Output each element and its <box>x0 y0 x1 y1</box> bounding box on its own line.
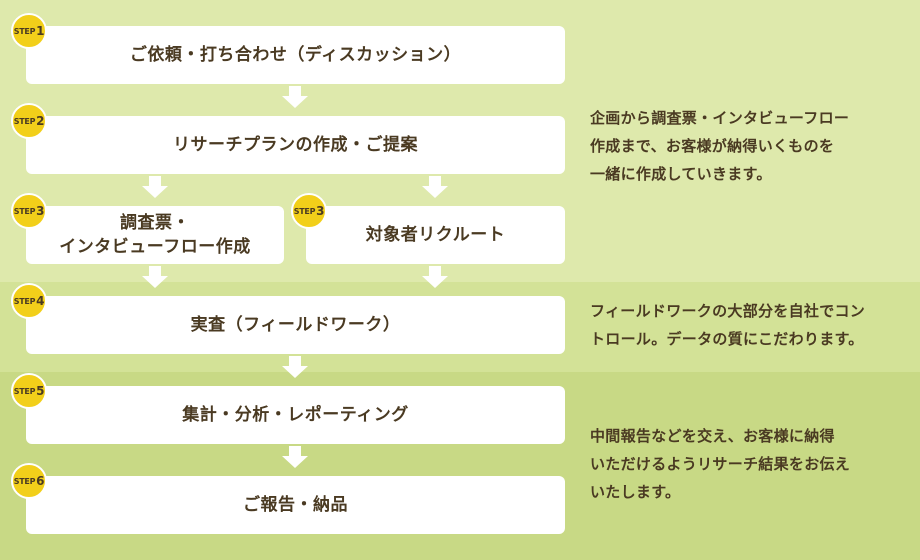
step-3b-text: 対象者リクルート <box>365 225 506 245</box>
step-2-box: リサーチプランの作成・ご提案 <box>26 116 565 174</box>
step-3a-box: 調査票・ インタビューフロー作成 <box>26 206 284 264</box>
step-4-badge-label: STEP <box>13 296 36 306</box>
arrow-down-icon <box>142 266 168 288</box>
step-1-badge-label: STEP <box>13 26 36 36</box>
step-3b-badge-number: 3 <box>316 204 325 218</box>
step-5-box: 集計・分析・レポーティング <box>26 386 565 444</box>
step-3a-text: 調査票・ インタビューフロー作成 <box>59 213 251 257</box>
step-2-badge-label: STEP <box>13 116 36 126</box>
step-1-badge-number: 1 <box>36 24 45 38</box>
step-4-text: 実査（フィールドワーク） <box>190 315 401 335</box>
step-1-box: ご依頼・打ち合わせ（ディスカッション） <box>26 26 565 84</box>
step-4-box: 実査（フィールドワーク） <box>26 296 565 354</box>
step-6-badge-label: STEP <box>13 476 36 486</box>
arrow-down-icon <box>282 446 308 468</box>
arrow-down-icon <box>422 176 448 198</box>
note-planning: 企画から調査票・インタビューフロー 作成まで、お客様が納得いくものを 一緒に作成… <box>590 109 850 183</box>
step-2-text: リサーチプランの作成・ご提案 <box>173 135 418 155</box>
arrow-down-icon <box>282 86 308 108</box>
arrow-down-icon <box>142 176 168 198</box>
step-1-text: ご依頼・打ち合わせ（ディスカッション） <box>129 45 462 65</box>
step-5-badge-label: STEP <box>13 386 36 396</box>
step-6-badge-number: 6 <box>36 474 45 488</box>
step-4-badge-number: 4 <box>36 294 45 308</box>
note-reporting: 中間報告などを交え、お客様に納得 いただけるようリサーチ結果をお伝え いたします… <box>590 427 851 501</box>
step-3b-box: 対象者リクルート <box>306 206 565 264</box>
step-3a-badge-number: 3 <box>36 204 45 218</box>
note-fieldwork: フィールドワークの大部分を自社でコン トロール。データの質にこだわります。 <box>590 302 866 348</box>
step-3a-badge-label: STEP <box>13 206 36 216</box>
step-5-text: 集計・分析・レポーティング <box>182 405 409 425</box>
arrow-down-icon <box>282 356 308 378</box>
step-6-box: ご報告・納品 <box>26 476 565 534</box>
step-2-badge-number: 2 <box>36 114 45 128</box>
step-5-badge-number: 5 <box>36 384 45 398</box>
step-3b-badge-label: STEP <box>293 206 316 216</box>
step-6-text: ご報告・納品 <box>243 495 348 515</box>
arrow-down-icon <box>422 266 448 288</box>
